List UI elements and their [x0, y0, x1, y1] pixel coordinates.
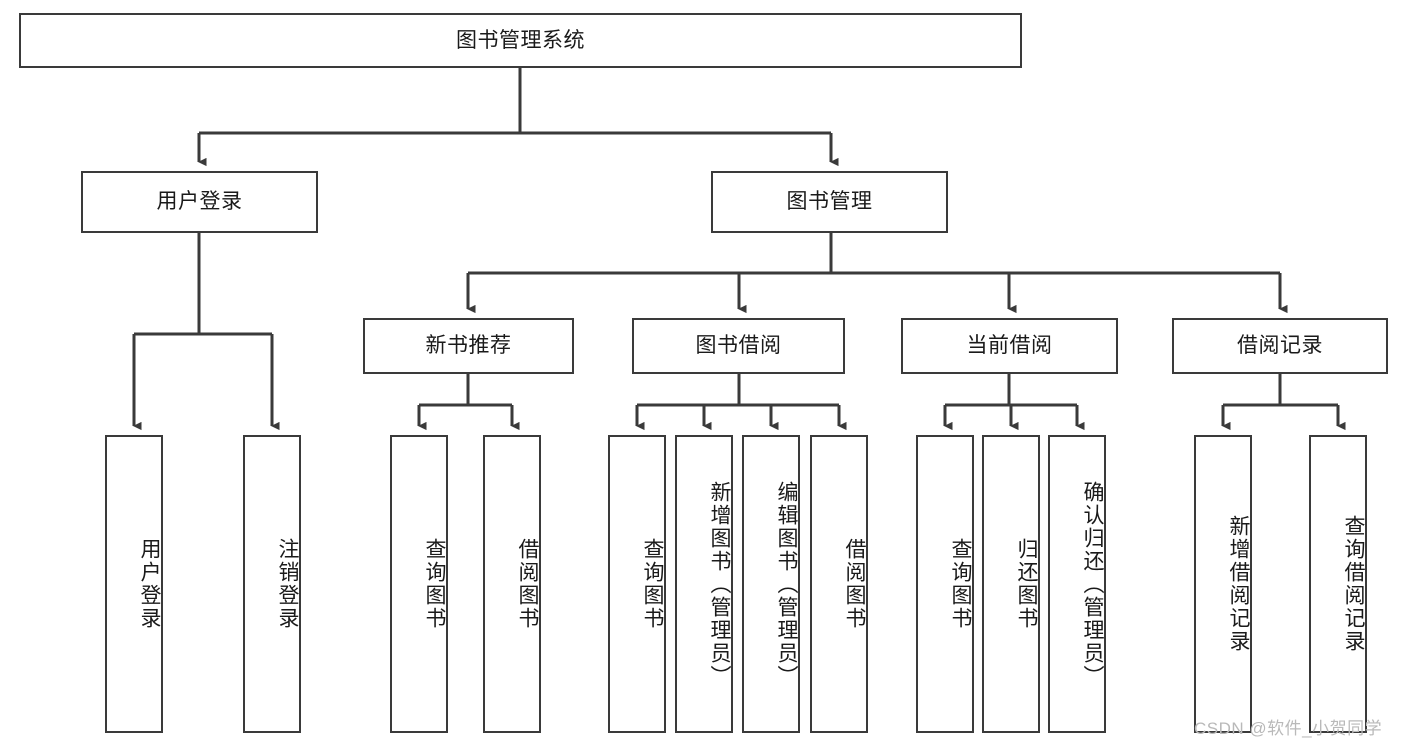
- node-current-borrow[interactable]: 当前借阅: [901, 318, 1118, 374]
- node-user-login[interactable]: 用户登录: [81, 171, 318, 233]
- node-book-borrow[interactable]: 图书借阅: [632, 318, 845, 374]
- node-leaf-logout[interactable]: 注销登录: [243, 435, 301, 733]
- node-leaf-query-book-2-label: 查询图书: [641, 538, 664, 630]
- node-leaf-borrow-book-1[interactable]: 借阅图书: [483, 435, 541, 733]
- node-leaf-return-book[interactable]: 归还图书: [982, 435, 1040, 733]
- node-leaf-borrow-book-2[interactable]: 借阅图书: [810, 435, 868, 733]
- node-book-manage-label: 图书管理: [786, 190, 873, 214]
- node-root-label: 图书管理系统: [456, 28, 585, 52]
- node-leaf-edit-book[interactable]: 编辑图书（管理员）: [742, 435, 800, 733]
- node-book-manage[interactable]: 图书管理: [711, 171, 948, 233]
- node-leaf-user-login[interactable]: 用户登录: [105, 435, 163, 733]
- node-book-borrow-label: 图书借阅: [695, 334, 782, 358]
- node-borrow-record[interactable]: 借阅记录: [1172, 318, 1388, 374]
- node-leaf-confirm-return-label: 确认归还（管理员）: [1081, 480, 1104, 688]
- node-leaf-user-login-label: 用户登录: [138, 538, 161, 630]
- node-current-borrow-label: 当前借阅: [966, 334, 1053, 358]
- node-leaf-query-book-1[interactable]: 查询图书: [390, 435, 448, 733]
- node-borrow-record-label: 借阅记录: [1237, 334, 1323, 358]
- node-leaf-logout-label: 注销登录: [276, 538, 299, 630]
- node-new-book-recommend[interactable]: 新书推荐: [363, 318, 574, 374]
- node-leaf-query-book-1-label: 查询图书: [423, 538, 446, 630]
- node-leaf-borrow-book-2-label: 借阅图书: [843, 538, 866, 630]
- node-leaf-edit-book-label: 编辑图书（管理员）: [775, 480, 798, 688]
- node-leaf-query-book-3[interactable]: 查询图书: [916, 435, 974, 733]
- node-leaf-add-record-label: 新增借阅记录: [1227, 515, 1250, 653]
- node-leaf-borrow-book-1-label: 借阅图书: [516, 538, 539, 630]
- node-leaf-confirm-return[interactable]: 确认归还（管理员）: [1048, 435, 1106, 733]
- node-leaf-query-record[interactable]: 查询借阅记录: [1309, 435, 1367, 733]
- node-leaf-query-book-3-label: 查询图书: [949, 538, 972, 630]
- node-leaf-query-record-label: 查询借阅记录: [1342, 515, 1365, 653]
- node-leaf-query-book-2[interactable]: 查询图书: [608, 435, 666, 733]
- node-leaf-add-book-label: 新增图书（管理员）: [708, 480, 731, 688]
- node-root[interactable]: 图书管理系统: [19, 13, 1022, 68]
- node-leaf-add-record[interactable]: 新增借阅记录: [1194, 435, 1252, 733]
- node-leaf-return-book-label: 归还图书: [1015, 538, 1038, 630]
- node-new-book-recommend-label: 新书推荐: [425, 334, 512, 358]
- node-user-login-label: 用户登录: [156, 190, 243, 214]
- node-leaf-add-book[interactable]: 新增图书（管理员）: [675, 435, 733, 733]
